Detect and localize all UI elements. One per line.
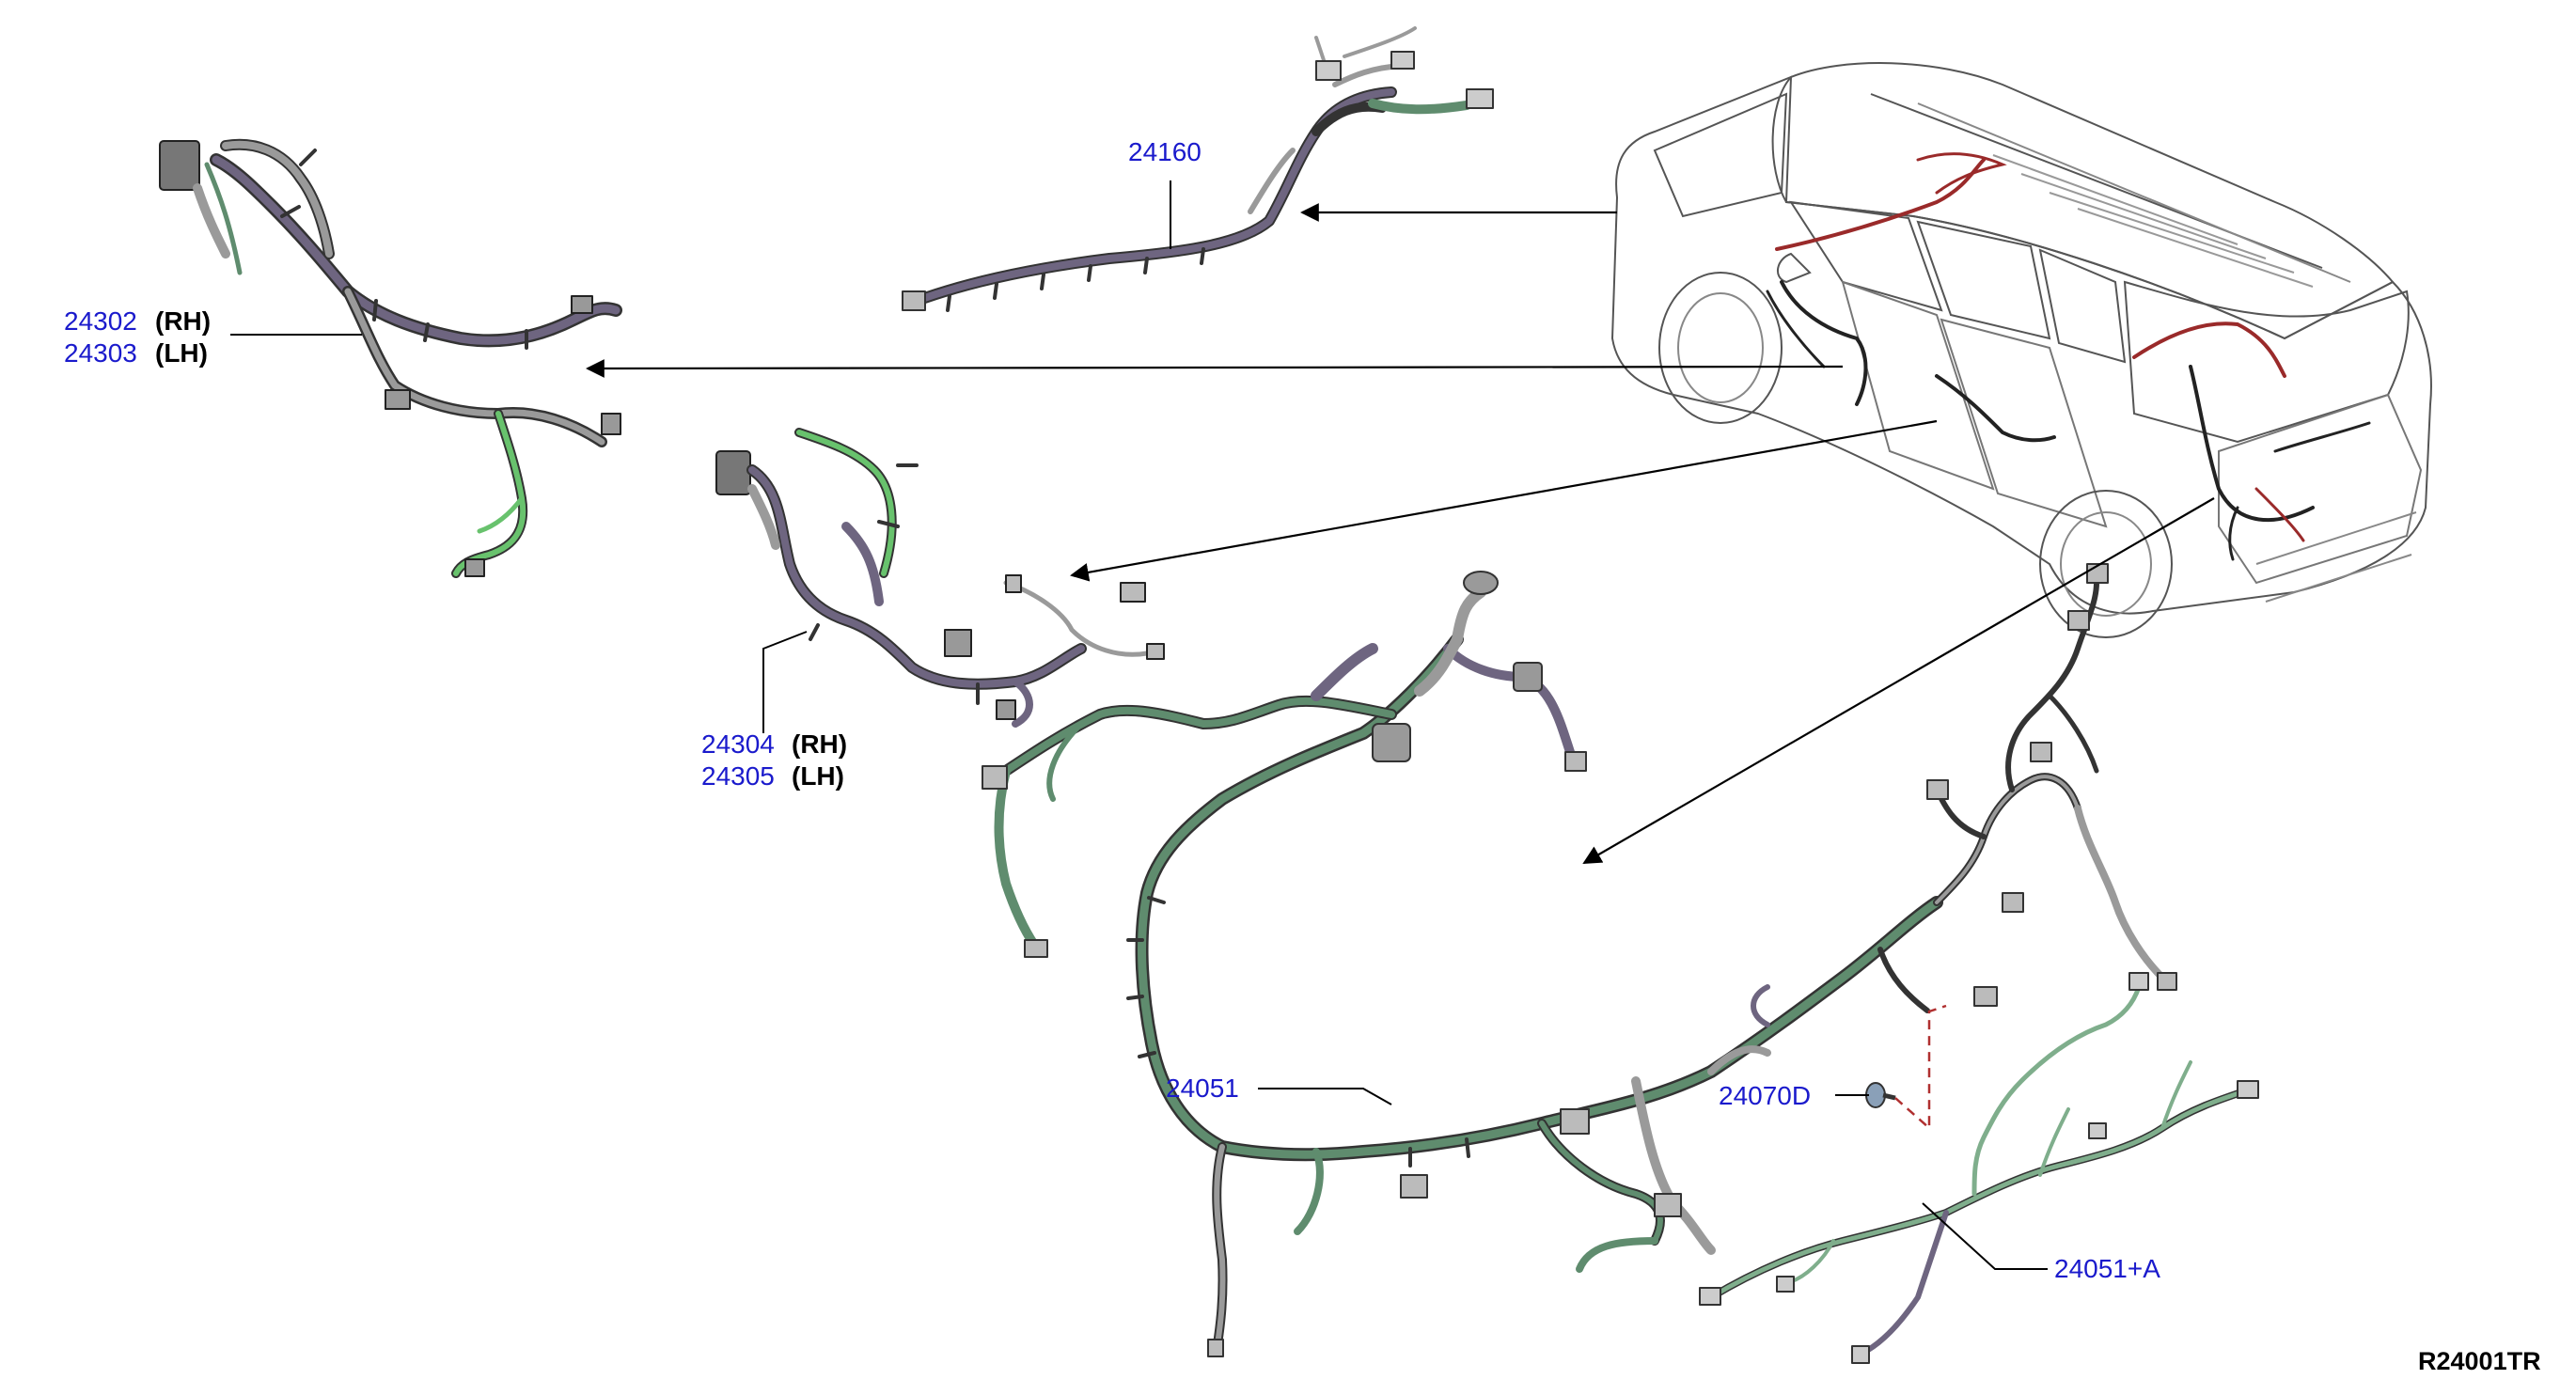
side-label-24305: (LH)	[792, 761, 844, 791]
side-label-24303: (LH)	[155, 338, 208, 368]
arrow-to-24051	[1582, 497, 2215, 864]
harness-24302-24303	[159, 138, 622, 578]
dashed-bracket	[1894, 1004, 1947, 1131]
part-number-24303: 24303	[64, 338, 137, 368]
leader-24304	[762, 631, 808, 733]
part-number-24302: 24302	[64, 306, 137, 336]
side-label-24304: (RH)	[792, 729, 848, 759]
harness-24051	[982, 563, 2177, 1357]
part-number-24160: 24160	[1128, 137, 1202, 166]
harness-24304-24305	[715, 428, 1165, 728]
vehicle-harness	[1766, 152, 2371, 561]
part-number-24051: 24051	[1166, 1074, 1239, 1103]
part-number-24051-A: 24051+A	[2054, 1254, 2160, 1283]
leader-lines	[230, 180, 2048, 1270]
harness-24160	[902, 26, 1494, 312]
vehicle-outline	[1610, 62, 2432, 638]
drawing-reference: R24001TR	[2418, 1347, 2541, 1375]
harness-24051-A	[1699, 972, 2259, 1364]
arrow-to-24304	[1070, 419, 1938, 582]
part-number-24304: 24304	[701, 729, 775, 759]
side-label-24302: (RH)	[155, 306, 212, 336]
leader-24051	[1258, 1088, 1392, 1105]
clip-24070D	[1865, 1082, 1896, 1108]
part-number-24305: 24305	[701, 761, 775, 791]
part-number-24070D: 24070D	[1719, 1081, 1812, 1110]
callout-arrows	[586, 203, 2215, 864]
leader-24051-A	[1922, 1202, 2048, 1270]
arrow-to-24302	[586, 359, 1844, 378]
